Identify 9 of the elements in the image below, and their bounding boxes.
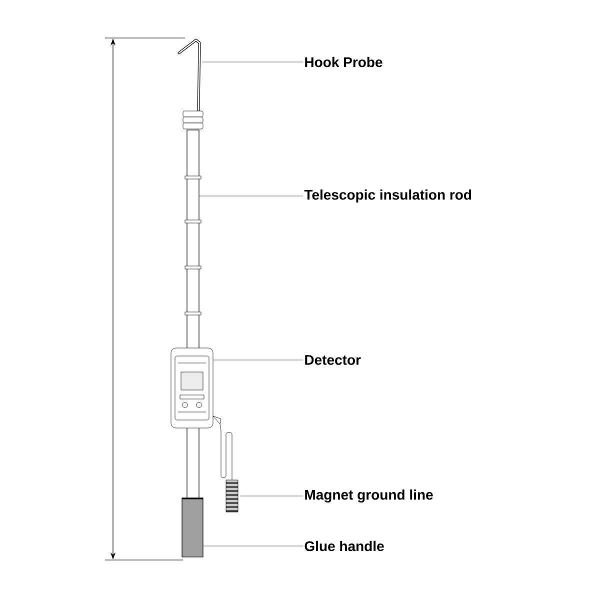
part-label: Detector <box>305 355 361 365</box>
part-label: Glue handle <box>304 540 384 552</box>
hook-probe-drawing <box>178 38 201 112</box>
part-label: Magnet ground line <box>305 489 433 503</box>
detector-device-drawing <box>170 348 214 428</box>
glue-handle-drawing <box>182 498 204 558</box>
part-label: Telescopic insulation rod <box>304 189 472 203</box>
magnet-ground-line-drawing <box>212 416 238 512</box>
part-label: Hook Probe <box>305 56 382 68</box>
